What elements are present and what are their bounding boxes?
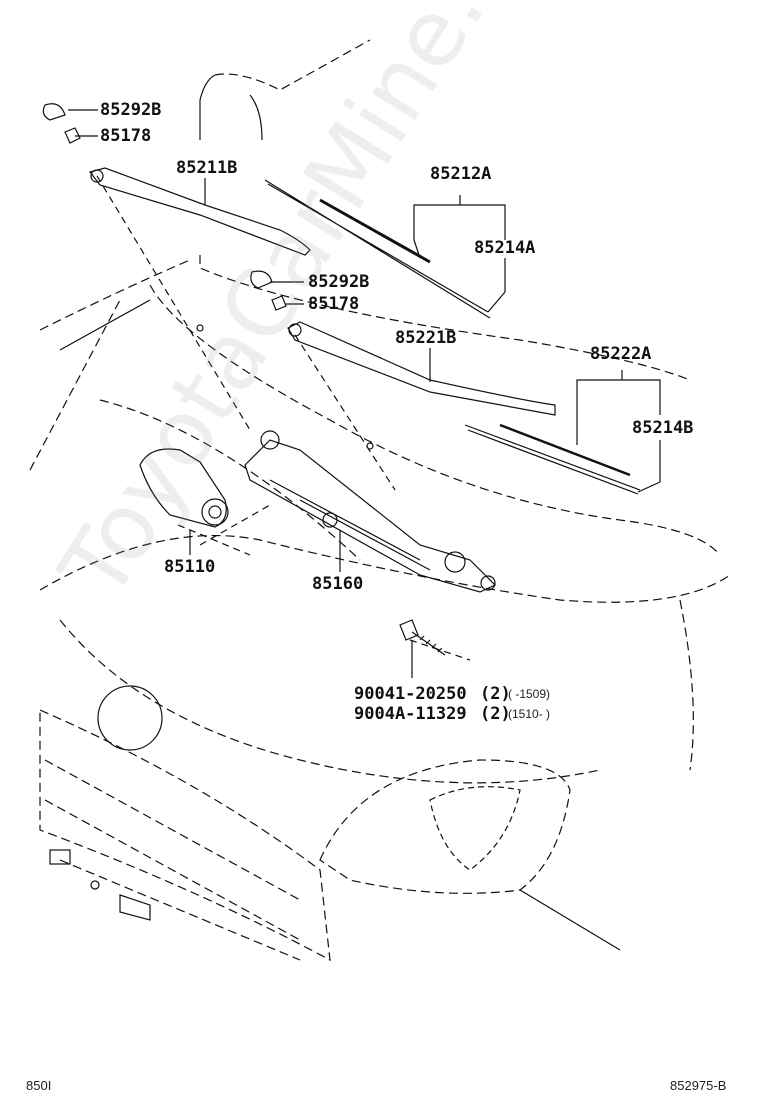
grille (39, 709, 331, 962)
wiper-linkage (244, 439, 497, 593)
part-label-85214A[interactable]: 85214A (474, 238, 536, 258)
part-label-bolt-1-qty: (2) (480, 684, 511, 704)
part-label-85292B-top[interactable]: 85292B (100, 100, 162, 120)
wiper-motor (139, 448, 227, 528)
part-label-85178-top[interactable]: 85178 (100, 126, 152, 146)
wiper-arm-left (88, 167, 311, 256)
left-edge (29, 299, 121, 471)
hood-front (39, 535, 731, 603)
a-pillar-left (199, 74, 216, 140)
cap-mid (250, 270, 273, 289)
headlamp (319, 759, 571, 894)
hood-rear (199, 255, 691, 381)
hood-outline (149, 284, 721, 556)
part-label-bolt-2-range: (1510- ) (508, 707, 551, 721)
part-label-85221B[interactable]: 85221B (395, 328, 457, 348)
emblem (97, 685, 163, 751)
part-label-85110[interactable]: 85110 (164, 557, 216, 577)
part-label-85211B[interactable]: 85211B (176, 158, 238, 178)
part-label-85160[interactable]: 85160 (312, 574, 364, 594)
part-label-bolt-1-range: ( -1509) (508, 687, 551, 701)
headlamp-inner (429, 786, 521, 871)
wiper-blade-b (464, 424, 641, 495)
part-label-85222A[interactable]: 85222A (590, 344, 652, 364)
windshield-outline (214, 39, 371, 91)
nut-mid (271, 295, 287, 311)
part-label-bolt-2[interactable]: 9004A-11329 (354, 704, 467, 724)
part-label-85178-mid[interactable]: 85178 (308, 294, 360, 314)
part-label-bolt-1[interactable]: 90041-20250 (354, 684, 467, 704)
fender-line (679, 599, 694, 771)
cap-top (42, 103, 66, 121)
footer-right-code: 852975-B (670, 1078, 727, 1093)
wiper-blade-a (264, 179, 491, 319)
footer-left-code: 850I (26, 1078, 52, 1093)
a-pillar-right (249, 94, 263, 141)
part-label-bolt-2-qty: (2) (480, 704, 511, 724)
wiper-arm-right (287, 321, 556, 416)
cowl-top-edge-2 (59, 299, 151, 351)
part-label-85212A[interactable]: 85212A (430, 164, 492, 184)
hood-edge-2 (99, 399, 361, 561)
cowl-top-edge (39, 259, 191, 331)
part-label-85214B[interactable]: 85214B (632, 418, 694, 438)
bumper-line (59, 619, 601, 784)
part-label-85292B-mid[interactable]: 85292B (308, 272, 370, 292)
nut-top (64, 127, 81, 144)
